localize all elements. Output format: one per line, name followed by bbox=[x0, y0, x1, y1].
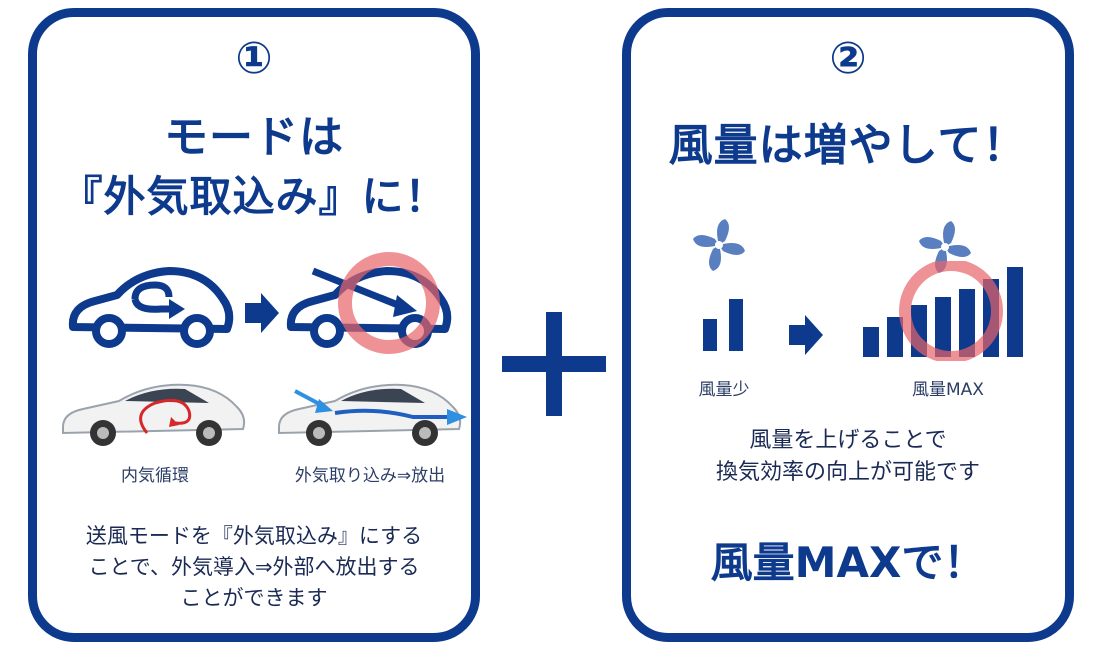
panel2-title: 風量は増やして！ bbox=[668, 120, 1028, 171]
panel1-desc-line1: 送風モードを『外気取込み』にする bbox=[85, 524, 423, 548]
arrow-right-icon bbox=[245, 293, 279, 333]
arrow-right-icon-2 bbox=[789, 315, 823, 355]
recirculation-car-icon bbox=[68, 267, 234, 348]
car-intake-illustration bbox=[278, 383, 467, 446]
low-level-bars bbox=[703, 299, 743, 351]
panel1-title-line2: 『外気取込み』に！ bbox=[60, 172, 448, 221]
label-recirculation: 内気循環 bbox=[121, 466, 189, 486]
car-recirculation-illustration bbox=[62, 383, 246, 446]
panel1-title-line1: モードは bbox=[164, 112, 344, 163]
panel2-desc-line2: 換気効率の向上が可能です bbox=[715, 460, 980, 485]
panel1-description: 送風モードを『外気取込み』にする ことで、外気導入⇒外部へ放出する ことができま… bbox=[37, 521, 471, 614]
panel2-description: 風量を上げることで 換気効率の向上が可能です bbox=[631, 425, 1065, 489]
label-intake-exhaust: 外気取り込み⇒放出 bbox=[294, 466, 446, 486]
panel-fan-speed: ② 風量は増やして！ 風量少 bbox=[622, 8, 1074, 642]
max-level-bars bbox=[863, 261, 1023, 361]
label-max-fan: 風量MAX bbox=[912, 380, 984, 400]
plus-icon bbox=[502, 312, 606, 416]
intake-car-icon bbox=[286, 252, 452, 354]
panel1-desc-line3: ことができます bbox=[180, 586, 328, 610]
label-low-fan: 風量少 bbox=[698, 380, 750, 400]
fan-low-icon bbox=[693, 219, 745, 271]
step-number-2: ② bbox=[829, 33, 867, 84]
panel2-big-text: 風量MAXで！ bbox=[710, 538, 986, 587]
step-number-1: ① bbox=[235, 33, 273, 84]
panel1-desc-line2: ことで、外気導入⇒外部へ放出する bbox=[88, 555, 420, 579]
panel-outside-air-mode: ① モードは 『外気取込み』に！ 内気循環 bbox=[28, 8, 480, 642]
panel2-desc-line1: 風量を上げることで bbox=[749, 428, 947, 453]
